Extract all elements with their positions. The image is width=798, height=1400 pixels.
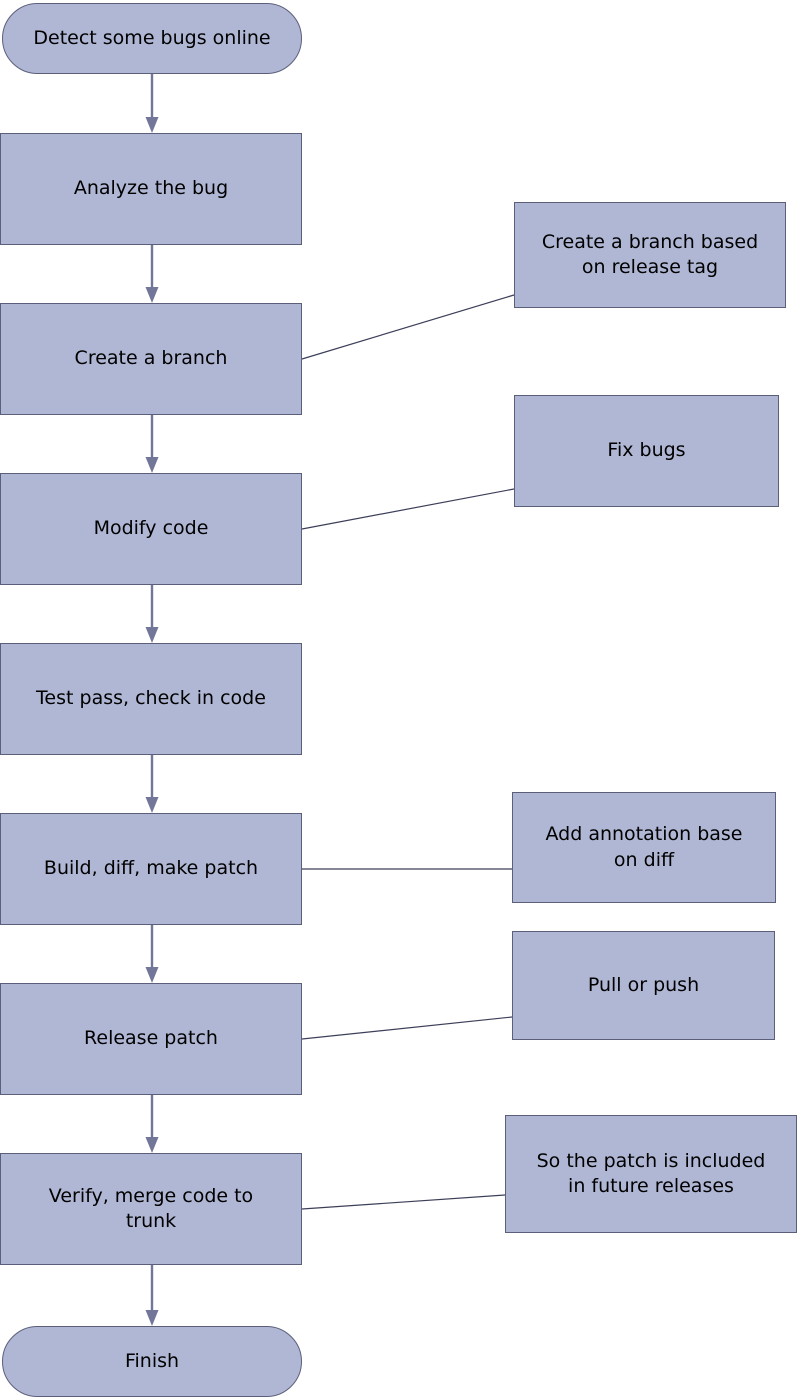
arrow-release-verify [145,1095,159,1153]
node-label: Finish [124,1349,180,1372]
flow-node-release-patch[interactable]: Release patch [0,983,302,1095]
node-label: Fix bugs [607,439,686,462]
arrow-head-icon [145,967,159,983]
arrow-build-release [145,925,159,983]
node-label: So the patch is included in future relea… [536,1149,766,1197]
arrow-test-build [145,755,159,813]
annotation-node-future-releases-note[interactable]: So the patch is included in future relea… [505,1115,797,1233]
arrow-head-icon [145,1137,159,1153]
node-label: Release patch [84,1027,218,1050]
node-label: Test pass, check in code [36,687,266,710]
node-label: Add annotation base on diff [545,823,743,871]
arrow-create-modify [145,415,159,473]
arrow-head-icon [145,287,159,303]
arrow-head-icon [145,1310,159,1326]
connector-verify-merge-note [301,1194,506,1210]
annotation-connectors-group [301,294,515,1210]
connector-release-patch-note [301,1016,513,1040]
arrow-head-icon [145,797,159,813]
node-label: Pull or push [587,973,700,996]
flow-node-modify-code[interactable]: Modify code [0,473,302,585]
node-label: Modify code [93,517,209,540]
annotation-node-branch-note[interactable]: Create a branch based on release tag [514,202,786,308]
node-label: Detect some bugs online [33,26,271,49]
flow-node-verify-merge[interactable]: Verify, merge code to trunk [0,1153,302,1265]
flow-node-create-branch[interactable]: Create a branch [0,303,302,415]
node-label: Build, diff, make patch [43,857,259,880]
arrow-head-icon [145,117,159,133]
annotation-node-annotation-note[interactable]: Add annotation base on diff [512,792,776,903]
arrow-start-analyze [145,74,159,133]
flow-node-start[interactable]: Detect some bugs online [2,3,302,74]
connector-modify-code-note [301,488,515,530]
annotation-node-fix-bugs-note[interactable]: Fix bugs [514,395,779,507]
node-label: Create a branch [74,347,228,370]
flow-node-test-checkin[interactable]: Test pass, check in code [0,643,302,755]
arrow-head-icon [145,457,159,473]
node-label: Analyze the bug [73,177,229,200]
arrow-modify-test [145,585,159,643]
arrow-analyze-create [145,245,159,303]
connector-create-branch-note [301,294,515,360]
flow-node-build-diff-patch[interactable]: Build, diff, make patch [0,813,302,925]
arrow-head-icon [145,627,159,643]
node-label: Verify, merge code to trunk [48,1184,254,1232]
arrow-verify-finish [145,1265,159,1326]
flow-node-analyze[interactable]: Analyze the bug [0,133,302,245]
annotation-node-pull-push-note[interactable]: Pull or push [512,931,775,1040]
flow-node-finish[interactable]: Finish [2,1326,302,1397]
node-label: Create a branch based on release tag [541,230,759,278]
